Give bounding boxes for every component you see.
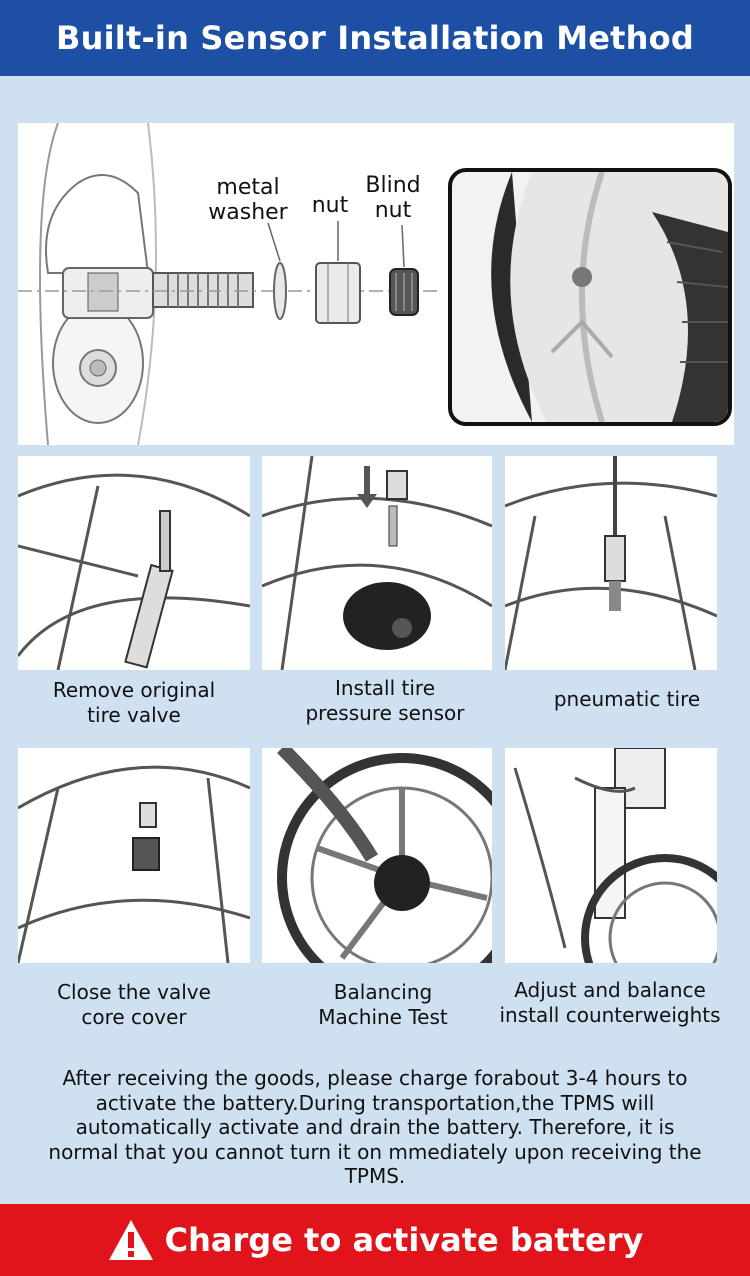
step-caption-6: Adjust and balance install counterweight… [499, 978, 721, 1027]
warning-icon [108, 1220, 153, 1260]
footer-banner: Charge to activate battery [0, 1204, 750, 1276]
battery-notice-text: After receiving the goods, please charge… [48, 1066, 702, 1188]
step-caption-3: pneumatic tire [553, 687, 701, 711]
tire-rim-inset-illustration [448, 168, 732, 426]
page-header: Built-in Sensor Installation Method [0, 0, 750, 76]
step-image-inflate-tire [505, 456, 717, 670]
step-caption-1: Remove original tire valve [52, 678, 216, 727]
footer-text: Charge to activate battery [164, 1221, 644, 1259]
sensor-parts-illustration [18, 123, 438, 445]
step-image-counterweights [505, 748, 717, 963]
step-image-install-sensor [262, 456, 492, 670]
step-image-remove-valve [18, 456, 250, 670]
step-caption-5: Balancing Machine Test [318, 980, 448, 1029]
label-blind-nut: Blind nut [365, 173, 421, 223]
step-image-balancing [262, 748, 492, 963]
label-metal-washer: metal washer [208, 175, 288, 225]
sensor-exploded-diagram: metal washer nut Blind nut [18, 123, 734, 445]
label-nut: nut [311, 193, 349, 218]
step-caption-4: Close the valve core cover [57, 980, 211, 1029]
step-caption-2: Install tire pressure sensor [305, 676, 465, 725]
page-title: Built-in Sensor Installation Method [56, 19, 694, 57]
step-image-valve-cap [18, 748, 250, 963]
